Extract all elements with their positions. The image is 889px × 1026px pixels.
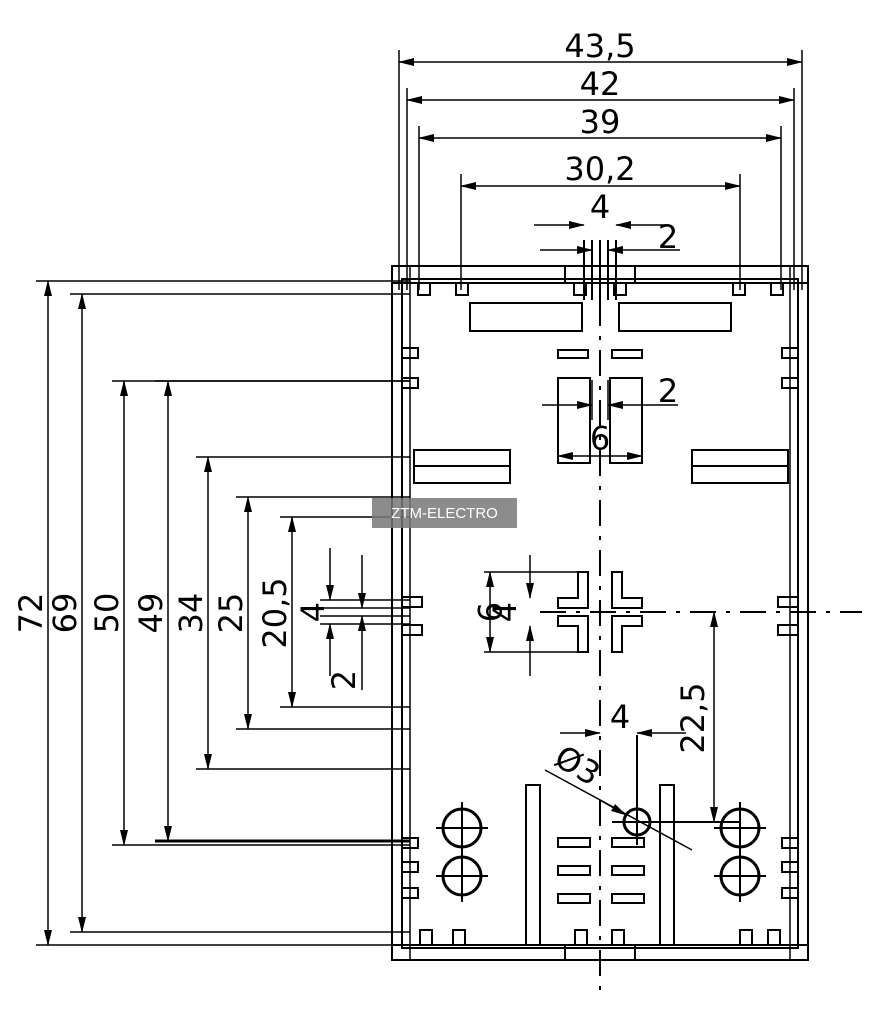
dim-43-5: 43,5 [564, 27, 635, 65]
upper-center-dims: 2 9 [542, 372, 678, 460]
dim-9-center: 9 [470, 602, 508, 622]
dim-39: 39 [580, 103, 621, 141]
dim-4-pin: 4 [294, 602, 332, 622]
dim-9-upper: 9 [590, 418, 610, 456]
left-dimensions: 72 69 50 49 34 25 20,5 [12, 280, 410, 946]
dim-49: 49 [132, 593, 170, 634]
dim-20-5: 20,5 [256, 577, 294, 648]
dim-22-5: 22,5 [674, 682, 712, 753]
lower-features [525, 784, 675, 946]
dim-2-upper: 2 [658, 372, 678, 410]
side-pins [401, 347, 799, 946]
dim-2-pin: 2 [325, 670, 363, 690]
dim-4-top: 4 [590, 188, 610, 226]
dim-4-lower: 4 [610, 698, 630, 736]
dim-42: 42 [580, 65, 621, 103]
top-notches [417, 240, 784, 300]
dim-50: 50 [88, 593, 126, 634]
dim-30-2: 30,2 [564, 150, 635, 188]
dim-hole-diameter: Ø3 [548, 738, 606, 794]
mounting-holes [436, 735, 766, 902]
upper-slots [413, 302, 789, 484]
left-pin-dims: 4 2 [294, 548, 410, 690]
dim-72: 72 [12, 593, 50, 634]
center-lines [540, 300, 862, 1000]
top-dimensions: 43,5 42 39 30,2 4 2 [398, 27, 803, 290]
dim-2-top: 2 [658, 218, 678, 256]
watermark-label: ZTM-ELECTRO [372, 498, 517, 528]
lower-right-dims: 22,5 4 Ø3 [544, 611, 718, 851]
dim-34: 34 [172, 593, 210, 634]
dim-4-center: 4 [486, 602, 524, 622]
center-dims: 9 4 [470, 555, 588, 676]
dim-25: 25 [212, 593, 250, 634]
dim-69: 69 [46, 593, 84, 634]
